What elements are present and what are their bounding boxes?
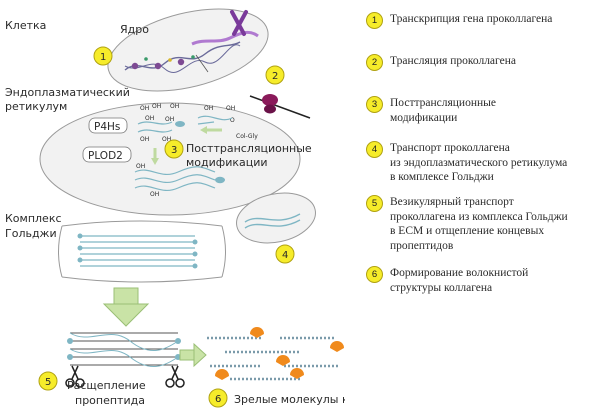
- enzyme-plod2-box: [82, 146, 132, 163]
- golgi-label-line1: Комплекс: [5, 212, 62, 225]
- svg-text:OH: OH: [140, 105, 149, 112]
- er-label-line2: ретикулум: [5, 100, 67, 113]
- svg-text:4: 4: [282, 250, 288, 261]
- mature-collagen-label: Зрелые молекулы коллагена: [234, 393, 345, 406]
- svg-text:OH: OH: [162, 136, 171, 143]
- step-badge-4: 4: [275, 244, 295, 264]
- nucleus: Ядро: [107, 8, 269, 92]
- legend-badge-4: 4: [366, 141, 383, 158]
- ptm-label-line2: модификации: [186, 156, 268, 169]
- legend-badge-3: 3: [366, 96, 383, 113]
- chromosome-icon: [230, 10, 248, 36]
- legend-badge-2: 2: [366, 54, 383, 71]
- scissors-icon-right: [165, 365, 185, 388]
- legend-item-5: 5 Везикулярный транспорт проколлагена из…: [366, 195, 604, 253]
- svg-text:OH: OH: [145, 115, 154, 122]
- step-badge-3: 3: [164, 139, 184, 159]
- mrna-strand: [191, 30, 259, 46]
- scissors-icon-left: [65, 365, 85, 388]
- legend-text-2: Трансляция проколлагена: [390, 55, 516, 67]
- legend-text-3: Посттрансляционные модификации: [390, 97, 496, 124]
- svg-text:OH: OH: [140, 136, 149, 143]
- legend-text-4: Транспорт проколлагена из эндоплазматиче…: [390, 142, 568, 183]
- step-badge-1: 1: [93, 46, 113, 66]
- svg-text:Col-Gly: Col-Gly: [236, 133, 258, 140]
- enzyme-plod2: PLOD2: [88, 150, 123, 162]
- legend-text-6: Формирование волокнистой структуры колла…: [390, 267, 529, 294]
- legend-item-1: 1 Транскрипция гена проколлагена: [366, 12, 604, 29]
- svg-text:OH: OH: [152, 103, 161, 110]
- dna-strand: [124, 41, 241, 71]
- ribosome-icon: [249, 94, 311, 119]
- cleavage-label-line1: Расщепление: [67, 379, 146, 392]
- step-badge-2: 2: [265, 65, 285, 85]
- enzyme-p4hs-box: [88, 117, 128, 134]
- enzyme-p4hs: P4Hs: [94, 121, 120, 133]
- step-badge-6: 6: [208, 388, 228, 408]
- ptm-label-line1: Посттрансляционные: [186, 142, 312, 155]
- cell-label: Клетка: [5, 19, 46, 32]
- legend-item-4: 4 Транспорт проколлагена из эндоплазмати…: [366, 141, 604, 185]
- legend-item-2: 2 Трансляция проколлагена: [366, 54, 604, 71]
- legend-item-6: 6 Формирование волокнистой структуры кол…: [366, 266, 604, 295]
- transport-vesicle: [236, 192, 316, 244]
- svg-text:2: 2: [272, 71, 278, 82]
- legend-item-3: 3 Посттрансляционные модификации: [366, 96, 604, 125]
- golgi-complex: [58, 220, 226, 283]
- step-badge-5: 5: [38, 371, 58, 391]
- svg-text:OH: OH: [136, 163, 145, 170]
- golgi-label-line2: Гольджи: [5, 227, 57, 240]
- svg-text:6: 6: [215, 394, 221, 405]
- mature-collagen-fibers: [207, 327, 344, 381]
- legend-badge-5: 5: [366, 195, 383, 212]
- svg-text:OH: OH: [170, 103, 179, 110]
- svg-text:OH: OH: [226, 105, 235, 112]
- svg-text:OH: OH: [150, 191, 159, 198]
- svg-text:O: O: [230, 117, 235, 124]
- legend-badge-1: 1: [366, 12, 383, 29]
- legend-text-5: Везикулярный транспорт проколлагена из к…: [390, 196, 568, 252]
- endoplasmic-reticulum: P4Hs PLOD2 OH OH OH OH OH OH OH OH OH O …: [39, 102, 312, 216]
- procollagen-bundle: [67, 332, 181, 367]
- legend-badge-6: 6: [366, 266, 383, 283]
- er-label-line1: Эндоплазматический: [5, 86, 130, 99]
- cleavage-label-line2: пропептида: [75, 394, 145, 407]
- golgi-to-ecm-arrow: [102, 287, 150, 327]
- collagen-synthesis-diagram: Клетка Ядро 1 Эндоплазматический ретикул…: [5, 8, 345, 408]
- hydroxylated-chains: OH OH OH OH OH OH OH OH OH O Col-Gly: [137, 103, 258, 165]
- legend-text-1: Транскрипция гена проколлагена: [390, 13, 553, 25]
- svg-text:OH: OH: [165, 116, 174, 123]
- svg-text:5: 5: [45, 377, 51, 388]
- nucleus-label: Ядро: [120, 23, 149, 36]
- pro-collagen-chains: OH OH: [134, 163, 225, 198]
- to-mature-arrow: [179, 342, 207, 368]
- steps-legend: 1 Транскрипция гена проколлагена 2 Транс…: [348, 0, 606, 414]
- svg-text:1: 1: [100, 52, 106, 63]
- svg-text:3: 3: [171, 145, 177, 156]
- svg-text:OH: OH: [204, 105, 213, 112]
